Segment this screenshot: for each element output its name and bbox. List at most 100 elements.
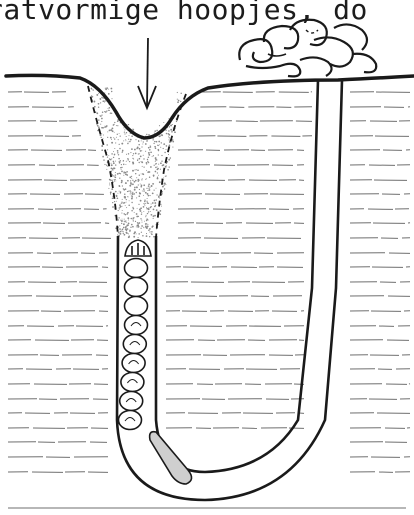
sand-grain [151, 214, 153, 216]
sand-grain [140, 207, 142, 209]
sand-grain [121, 213, 122, 214]
sand-grain [168, 154, 169, 155]
sand-grain [166, 145, 168, 147]
sand-grain [141, 225, 143, 227]
sand-grain [98, 126, 100, 128]
sand-grain [143, 158, 144, 159]
sand-grain [124, 221, 125, 222]
sand-grain [101, 145, 103, 147]
sand-grain [139, 158, 141, 160]
sand-grain [153, 176, 154, 177]
sand-grain [157, 172, 158, 173]
sand-grain [112, 130, 114, 132]
sand-grain [106, 169, 107, 170]
sand-grain [142, 235, 144, 237]
sand-grain [145, 216, 146, 217]
sand-grain [160, 147, 161, 148]
sand-grain [121, 230, 122, 231]
sand-grain [147, 190, 148, 191]
sand-grain [132, 155, 133, 156]
sand-grain [120, 135, 121, 136]
sand-grain [133, 208, 135, 210]
funnel-wall-right [156, 94, 186, 238]
sand-grain [106, 125, 108, 127]
sand-grain [170, 124, 172, 126]
sand-grain [127, 217, 129, 219]
sand-grain [130, 193, 131, 194]
sand-grain [140, 210, 142, 212]
sand-grain [159, 136, 161, 138]
sand-grain [121, 203, 122, 204]
sand-grain [154, 133, 155, 134]
sand-grain [154, 215, 156, 217]
sand-grain [123, 127, 124, 128]
sand-grain [133, 193, 135, 195]
sand-grain [142, 144, 143, 145]
sand-grain [138, 216, 139, 217]
sand-grain [109, 130, 111, 132]
sand-grain [124, 219, 125, 220]
sand-grain [124, 202, 126, 204]
sand-grain [152, 202, 154, 204]
sand-grain [102, 111, 103, 112]
sand-grain [164, 152, 165, 153]
sand-grain [123, 160, 124, 161]
sand-grain [93, 101, 95, 103]
sand-grain [148, 162, 149, 163]
coiled-cast-icon [239, 20, 376, 77]
sand-grain [140, 200, 142, 202]
sand-grain [143, 155, 144, 156]
sand-grain [122, 199, 123, 200]
sand-grain [136, 169, 137, 170]
sand-grain [148, 183, 150, 185]
sand-grain [122, 150, 123, 151]
sand-infill [91, 87, 182, 238]
sand-grain [123, 140, 124, 141]
sand-grain [122, 210, 123, 211]
sand-grain [118, 158, 120, 160]
sand-grain [150, 145, 151, 146]
sand-grain [153, 209, 155, 211]
sand-grain [143, 141, 144, 142]
pellet [125, 259, 148, 278]
sand-grain [158, 196, 160, 198]
sand-grain [113, 137, 114, 138]
sand-grain [124, 234, 126, 236]
sand-grain [115, 191, 117, 193]
sand-grain [154, 130, 156, 132]
sand-grain [98, 119, 99, 120]
sand-grain [91, 95, 92, 96]
sand-grain [114, 132, 115, 133]
sand-grain [113, 162, 115, 164]
sand-grain [156, 169, 158, 171]
sand-grain [153, 140, 154, 141]
sand-grain [125, 227, 126, 228]
sand-grain [148, 203, 149, 204]
sand-grain [106, 110, 107, 111]
sand-grain [163, 122, 164, 123]
sand-grain [174, 131, 176, 133]
sand-grain [121, 171, 123, 173]
sand-grain [109, 184, 110, 185]
sand-grain [148, 188, 149, 189]
sand-grain [164, 188, 165, 189]
sand-grain [147, 198, 148, 199]
sand-grain [155, 171, 157, 173]
sand-grain [160, 210, 162, 212]
sand-grain [155, 205, 156, 206]
sand-grain [132, 183, 134, 185]
sand-grain [120, 192, 121, 193]
sand-grain [126, 161, 127, 162]
sand-grain [119, 206, 121, 208]
sand-grain [148, 154, 150, 156]
sand-grain [147, 161, 148, 162]
pellet [125, 316, 148, 335]
sand-grain [119, 208, 120, 209]
sand-grain [101, 115, 102, 116]
sand-grain [118, 232, 120, 234]
sand-grain [155, 159, 157, 161]
sand-grain [113, 157, 114, 158]
sand-grain [126, 232, 127, 233]
sand-grain [146, 164, 147, 165]
